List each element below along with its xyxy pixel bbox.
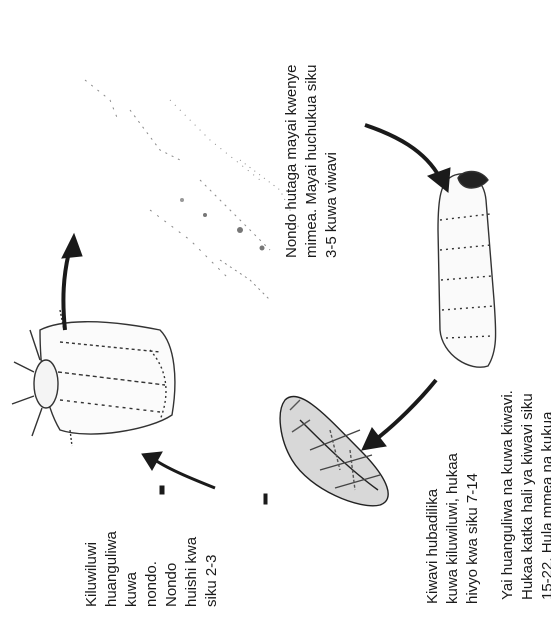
eggs-on-leaves-illustration: [85, 80, 300, 300]
pupa-illustration: [280, 396, 388, 505]
arrow-eggs-to-larva: [365, 125, 440, 178]
caption-pupa-to-moth: Kiluwiluwi huanguliwa kuwa nondo. Nondo …: [82, 467, 222, 607]
caption-egg-to-larva: Yai huanguliwa na kuwa kiwavi. Hukaa kat…: [498, 170, 551, 600]
caption-larva-to-pupa: Kiwavi hubadilika kuwa kiluwiluwi, hukaa…: [423, 414, 483, 604]
caterpillar-illustration: [438, 172, 496, 368]
arrow-moth-to-eggs: [63, 248, 70, 330]
moth-illustration: [12, 310, 175, 446]
cycle-arrows: [62, 125, 450, 504]
caption-moth-laying: Nondo hutaga mayai kwenye mimea. Mayai h…: [282, 8, 342, 258]
